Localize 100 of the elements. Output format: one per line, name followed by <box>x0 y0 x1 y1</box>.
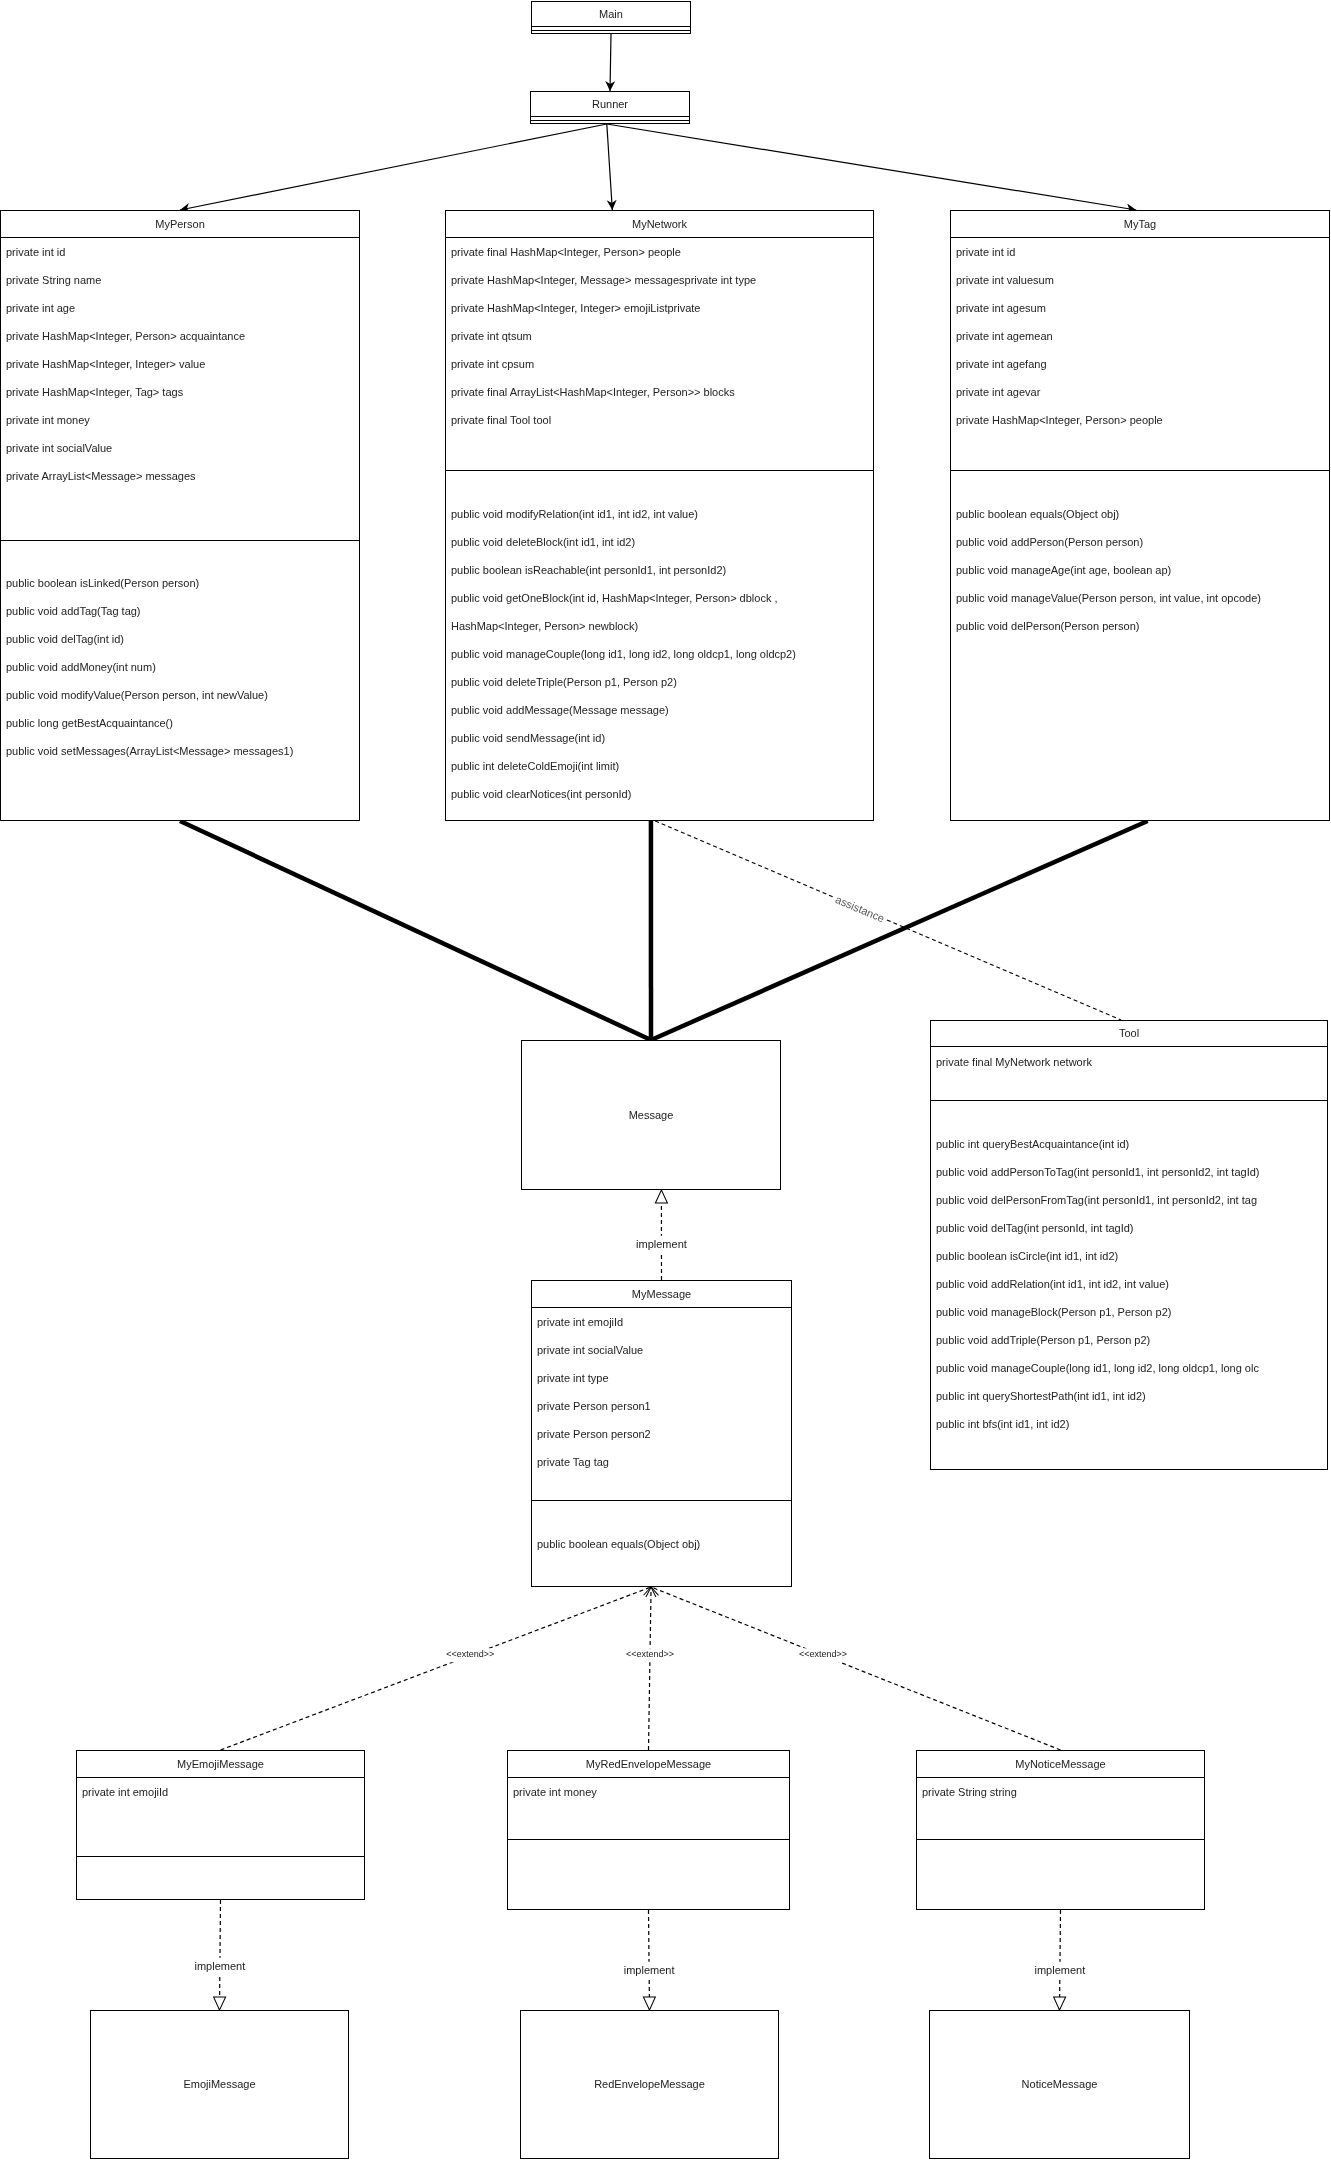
interface-box <box>929 2010 1190 2159</box>
member-text: private ArrayList<Message> messages <box>6 469 197 484</box>
member-text: public void deleteTriple(Person p1, Person p2) <box>451 675 678 690</box>
class-box <box>76 1750 365 1900</box>
member-text: public void addTag(Tag tag) <box>6 604 142 619</box>
edge-label: implement <box>621 1961 677 1979</box>
member-text: public void addPerson(Person person) <box>956 535 1145 550</box>
member-text: public void sendMessage(int id) <box>451 731 607 746</box>
member-text: private int agesum <box>956 301 1047 316</box>
interface-name: RedEnvelopeMessage <box>594 2077 705 2093</box>
class-box <box>916 1750 1205 1910</box>
member-text: private final MyNetwork network <box>936 1055 1093 1070</box>
member-text: private HashMap<Integer, Person> acquaintance <box>6 329 247 344</box>
edge-label: implement <box>192 1957 248 1975</box>
class-name: MyRedEnvelopeMessage <box>585 1756 712 1772</box>
class-box <box>531 1280 792 1587</box>
member-text: public boolean isReachable(int personId1, int personId2) <box>451 563 728 578</box>
interface-name: NoticeMessage <box>1021 2077 1098 2093</box>
member-text: public void manageValue(Person person, int value, int opcode) <box>956 591 1262 606</box>
member-text: private String name <box>6 273 103 288</box>
interface-name: Message <box>628 1107 674 1123</box>
class-name: Tool <box>1118 1026 1140 1042</box>
class-name: MyNoticeMessage <box>1015 1756 1106 1772</box>
member-text: private int money <box>6 413 91 428</box>
dashed-connector <box>219 1585 652 1751</box>
edge-label: implement <box>1032 1961 1088 1979</box>
empty-compartment <box>532 30 690 33</box>
dashed-connector <box>1053 1909 1067 2011</box>
member-text: public void setMessages(ArrayList<Message> messages1) <box>6 744 295 759</box>
member-text: public int queryBestAcquaintance(int id) <box>936 1137 1131 1152</box>
member-text: private HashMap<Integer, Person> people <box>956 413 1164 428</box>
interface-box <box>90 2010 349 2159</box>
member-text: private int money <box>513 1785 598 1800</box>
empty-compartment <box>531 116 689 120</box>
edge-label: <<extend>> <box>797 1648 850 1663</box>
dashed-connector <box>213 1899 227 2011</box>
member-text: public int deleteColdEmoji(int limit) <box>451 759 621 774</box>
member-text: private int emojiId <box>537 1315 625 1330</box>
member-text: public boolean equals(Object obj) <box>537 1537 702 1552</box>
class-box <box>507 1750 790 1910</box>
member-text: public long getBestAcquaintance() <box>6 716 174 731</box>
member-text: public int queryShortestPath(int id1, int id2) <box>936 1389 1147 1404</box>
member-text: private final Tool tool <box>451 413 553 428</box>
dashed-connector <box>654 1189 668 1281</box>
member-text: private final ArrayList<HashMap<Integer, Person>> blocks <box>451 385 736 400</box>
member-text: private int socialValue <box>537 1343 645 1358</box>
member-text: private int qtsum <box>451 329 533 344</box>
member-text: private int cpsum <box>451 357 536 372</box>
member-text: private int emojiId <box>82 1785 170 1800</box>
member-text: public void delPerson(Person person) <box>956 619 1141 634</box>
member-text: public void clearNotices(int personId) <box>451 787 633 802</box>
member-text: private int id <box>6 245 67 260</box>
member-text: public void manageBlock(Person p1, Person p2) <box>936 1305 1173 1320</box>
member-text: private int agevar <box>956 385 1042 400</box>
member-text: public boolean equals(Object obj) <box>956 507 1121 522</box>
member-text: private int valuesum <box>956 273 1055 288</box>
class-box <box>445 210 874 821</box>
member-text: private int socialValue <box>6 441 114 456</box>
member-text: private HashMap<Integer, Integer> emojiListprivate <box>451 301 702 316</box>
empty-compartment <box>532 26 690 30</box>
member-text: private HashMap<Integer, Message> messagesprivate int type <box>451 273 758 288</box>
member-text: public void manageAge(int age, boolean ap) <box>956 563 1173 578</box>
member-text: private Person person2 <box>537 1427 652 1442</box>
interface-box <box>521 1040 781 1190</box>
member-text: public void delPersonFromTag(int personId1, int personId2, int tag <box>936 1193 1258 1208</box>
member-text: public void addRelation(int id1, int id2, int value) <box>936 1277 1170 1292</box>
connector-arrow <box>606 123 617 211</box>
member-text: public void addMessage(Message message) <box>451 703 670 718</box>
connector-arrow <box>605 33 616 92</box>
class-name: MyPerson <box>155 216 205 232</box>
member-text: private int id <box>956 245 1017 260</box>
class-name: Main <box>599 6 623 22</box>
class-name: MyMessage <box>631 1286 692 1302</box>
dashed-connector <box>650 1585 1062 1751</box>
member-text: public void getOneBlock(int id, HashMap<Integer, Person> dblock , HashMap<Integer, Person> newblock) <box>451 591 779 634</box>
member-text: public void delTag(int id) <box>6 632 125 647</box>
member-text: private int type <box>537 1371 610 1386</box>
member-text: private int age <box>6 301 77 316</box>
class-box <box>0 210 360 821</box>
member-text: public void addTriple(Person p1, Person p2) <box>936 1333 1152 1348</box>
member-text: private HashMap<Integer, Tag> tags <box>6 385 185 400</box>
member-text: private String string <box>922 1785 1018 1800</box>
member-text: private int agefang <box>956 357 1048 372</box>
edge-label: implement <box>634 1235 689 1253</box>
class-name: MyTag <box>1123 216 1157 232</box>
member-text: private HashMap<Integer, Integer> value <box>6 357 207 372</box>
member-text: public void addMoney(int num) <box>6 660 157 675</box>
member-text: private Person person1 <box>537 1399 652 1414</box>
edge-label: <<extend>> <box>444 1648 497 1663</box>
interface-name: EmojiMessage <box>183 2077 256 2093</box>
member-text: public void modifyValue(Person person, int newValue) <box>6 688 269 703</box>
member-text: public void modifyRelation(int id1, int id2, int value) <box>451 507 700 522</box>
member-text: public int bfs(int id1, int id2) <box>936 1417 1071 1432</box>
interface-box <box>520 2010 779 2159</box>
class-name: MyEmojiMessage <box>177 1756 264 1772</box>
dashed-connector <box>654 820 1122 1021</box>
member-text: public boolean isCircle(int id1, int id2) <box>936 1249 1120 1264</box>
class-box <box>531 1 691 34</box>
dashed-connector <box>642 1909 656 2011</box>
class-box <box>930 1020 1328 1470</box>
